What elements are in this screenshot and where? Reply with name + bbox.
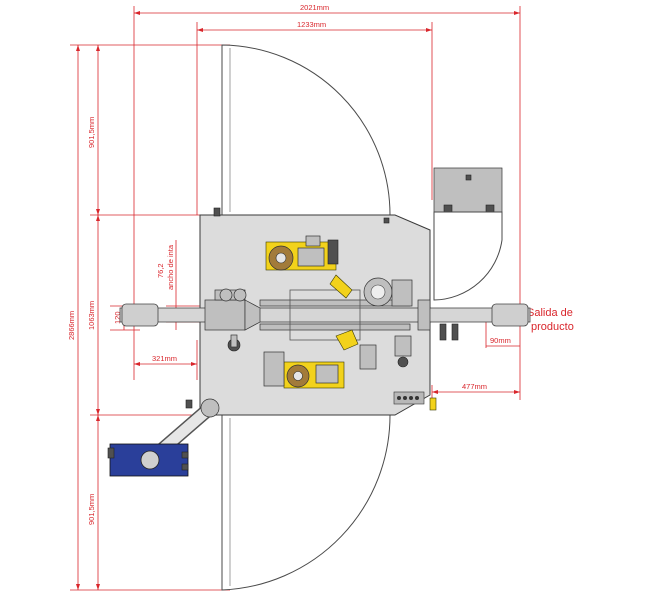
upper-labeller	[265, 235, 353, 299]
dim-inner-width: 1233mm	[297, 20, 326, 29]
dim-total-width: 2021mm	[300, 3, 329, 12]
conveyor-belt	[119, 307, 531, 323]
right-guard	[433, 211, 503, 301]
dim-right-offset: 477mm	[462, 382, 487, 391]
dim-ink-width-value: 76,2	[156, 263, 165, 278]
dim-ink-width-label: ancho de inta	[166, 244, 175, 290]
dim-outlet-offset: 90mm	[490, 336, 511, 345]
dimension-lines	[70, 6, 521, 591]
upper-guard	[221, 44, 391, 216]
outlet-label-line2: producto	[531, 321, 574, 333]
dim-total-height: 2866mm	[67, 311, 76, 340]
lower-labeller	[263, 329, 359, 389]
lower-guard	[221, 414, 391, 591]
dim-belt-width: 120	[113, 311, 122, 324]
dim-upper-height: 901,5mm	[87, 117, 96, 148]
outlet-label-line1: Salida de	[527, 307, 573, 319]
dim-lower-height: 901,5mm	[87, 494, 96, 525]
dim-left-offset: 321mm	[152, 354, 177, 363]
dim-middle-height: 1063mm	[87, 301, 96, 330]
